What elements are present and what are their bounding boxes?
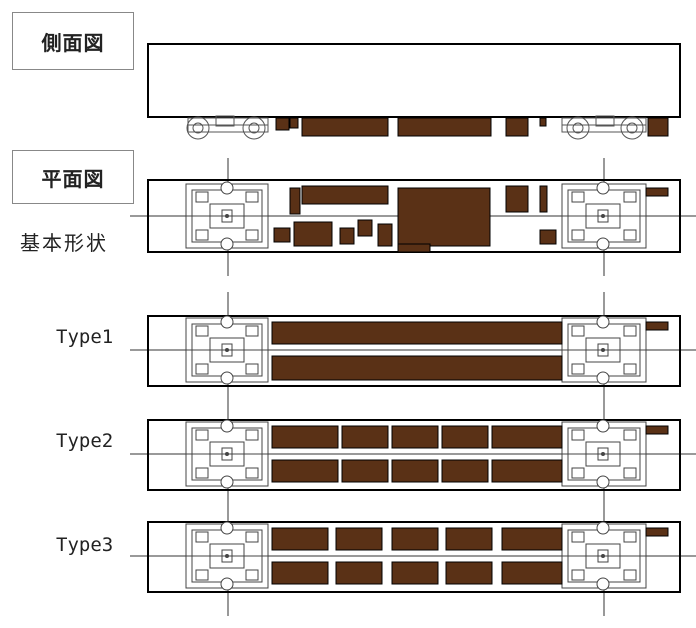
equipment-box: [645, 527, 669, 537]
type2-label: Type2: [56, 430, 114, 452]
equipment-box: [271, 527, 329, 551]
equipment-box: [645, 321, 669, 331]
equipment-box: [271, 561, 329, 585]
plan-basic: [130, 158, 696, 276]
equipment-box: [505, 185, 529, 213]
equipment-box: [335, 527, 383, 551]
plan-view-label: 平面図: [12, 150, 134, 204]
equipment-box: [271, 355, 563, 381]
plan-type2: [130, 396, 696, 514]
car-outline: [147, 419, 681, 491]
equipment-box: [273, 227, 291, 243]
equipment-box: [339, 227, 355, 245]
equipment-box: [645, 187, 669, 197]
equipment-box: [501, 561, 563, 585]
equipment-box: [445, 527, 493, 551]
basic-shape-label: 基本形状: [20, 231, 108, 255]
equipment-box: [391, 527, 439, 551]
equipment-box: [539, 185, 548, 213]
equipment-box: [397, 187, 491, 247]
side-box: [275, 117, 290, 131]
equipment-box: [491, 425, 563, 449]
side-box: [289, 117, 299, 129]
type3-label: Type3: [56, 534, 114, 556]
equipment-box: [293, 221, 333, 247]
equipment-box: [341, 459, 389, 483]
plan-type3: [130, 498, 696, 616]
side-equipment: [275, 117, 669, 137]
side-bogie-right: [561, 115, 647, 140]
equipment-box: [301, 185, 389, 205]
equipment-box: [271, 321, 563, 345]
side-view: [147, 43, 681, 140]
equipment-box: [397, 243, 431, 253]
equipment-box: [445, 561, 493, 585]
side-box: [505, 117, 529, 137]
equipment-box: [335, 561, 383, 585]
equipment-box: [645, 425, 669, 435]
equipment-box: [391, 425, 439, 449]
type1-label: Type1: [56, 326, 114, 348]
equipment-box: [441, 459, 489, 483]
basic-equipment: [273, 185, 669, 253]
side-box: [539, 117, 547, 127]
equipment-box: [271, 459, 339, 483]
equipment-box: [357, 219, 373, 237]
side-view-label: 側面図: [12, 12, 134, 70]
equipment-box: [391, 561, 439, 585]
car-outline: [147, 315, 681, 387]
equipment-box: [271, 425, 339, 449]
equipment-box: [377, 223, 393, 247]
equipment-box: [491, 459, 563, 483]
side-bogie-left: [186, 115, 269, 140]
equipment-box: [441, 425, 489, 449]
equipment-box: [391, 459, 439, 483]
side-box: [397, 117, 492, 137]
side-box: [647, 117, 669, 137]
equipment-box: [539, 229, 557, 245]
equipment-box: [289, 187, 301, 215]
equipment-box: [501, 527, 563, 551]
side-box: [301, 117, 389, 137]
car-body-side: [147, 43, 681, 118]
car-outline: [147, 521, 681, 593]
plan-type1: [130, 292, 696, 410]
equipment-box: [341, 425, 389, 449]
